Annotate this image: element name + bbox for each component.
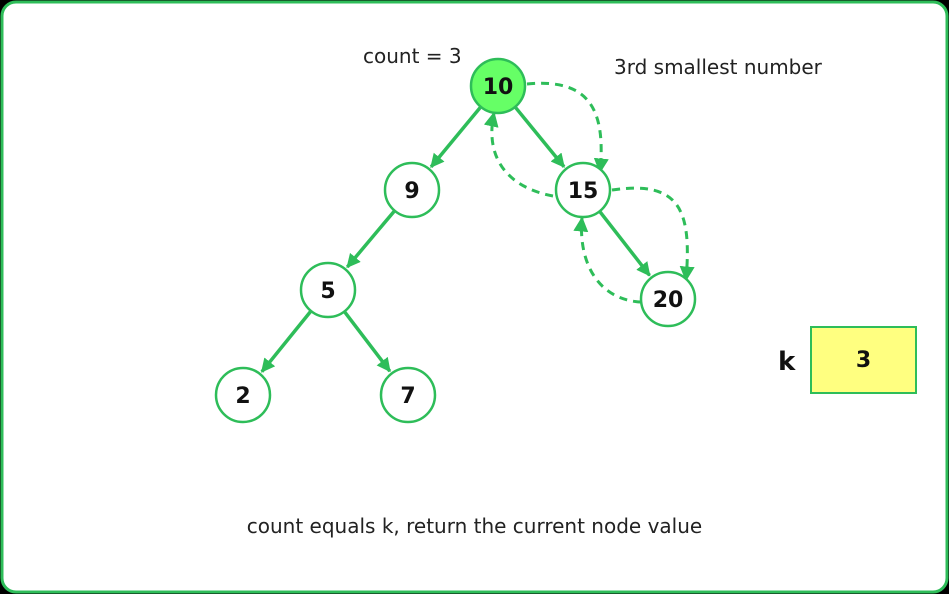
edge-5-to-7: [343, 311, 392, 373]
node-circle: [214, 366, 272, 424]
node-20: 20: [639, 270, 697, 328]
edge-10-to-9: [429, 106, 482, 168]
tree-edges: [260, 106, 651, 373]
traversal-arrows: [483, 81, 695, 304]
traversal-15-to-10: [483, 111, 554, 198]
caption: count equals k, return the current node …: [246, 514, 703, 538]
edge-9-to-5: [345, 210, 396, 269]
traversal-20-to-15: [573, 216, 642, 304]
node-15: 15: [554, 161, 612, 219]
node-value: 7: [400, 384, 415, 409]
traversal-15-to-20: [611, 186, 695, 282]
node-circle: [383, 161, 441, 219]
count-label: count = 3: [363, 44, 462, 68]
node-circle: [379, 366, 437, 424]
traversal-10-to-15: [526, 81, 609, 174]
edge-15-to-20: [598, 211, 651, 277]
tree-nodes: 10 9 15 5 20 2 7: [214, 57, 697, 424]
node-value: 5: [320, 279, 335, 304]
node-value: 10: [483, 75, 514, 100]
edge-5-to-2: [260, 310, 312, 373]
edge-10-to-15: [514, 106, 566, 168]
k-value-box: 3: [810, 326, 917, 394]
node-7: 7: [379, 366, 437, 424]
node-value: 15: [568, 179, 599, 204]
node-value: 20: [653, 288, 684, 313]
node-circle: [469, 57, 527, 115]
node-circle: [299, 261, 357, 319]
node-circle: [554, 161, 612, 219]
node-5: 5: [299, 261, 357, 319]
k-label: k: [778, 347, 796, 377]
node-2: 2: [214, 366, 272, 424]
node-10: 10: [469, 57, 527, 115]
rank-label: 3rd smallest number: [614, 55, 822, 79]
node-value: 2: [235, 384, 250, 409]
node-value: 9: [404, 179, 419, 204]
node-circle: [639, 270, 697, 328]
node-9: 9: [383, 161, 441, 219]
